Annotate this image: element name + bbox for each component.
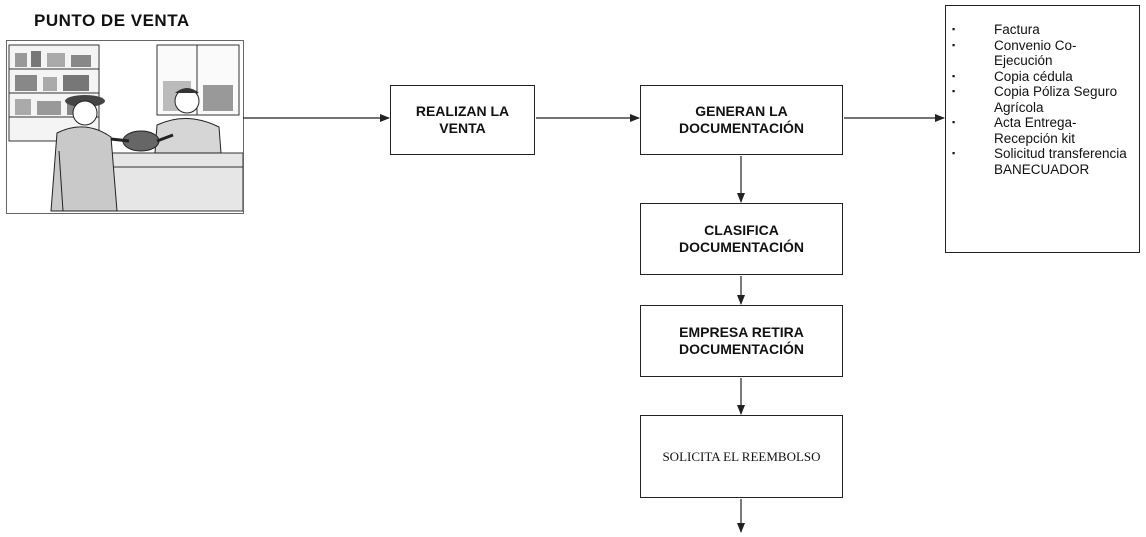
step-generan-label: GENERAN LA DOCUMENTACIÓN bbox=[679, 103, 804, 136]
document-item: Acta Entrega-Recepción kit bbox=[952, 115, 1131, 146]
diagram-title: PUNTO DE VENTA bbox=[34, 11, 190, 30]
point-of-sale-illustration bbox=[6, 40, 244, 214]
step-empresa-retira: EMPRESA RETIRA DOCUMENTACIÓN bbox=[640, 305, 843, 377]
store-counter-picture bbox=[8, 44, 244, 212]
step-clasifica-label: CLASIFICA DOCUMENTACIÓN bbox=[679, 222, 804, 255]
document-item: Copia cédula bbox=[952, 69, 1131, 85]
documents-list: Factura Convenio Co-Ejecución Copia cédu… bbox=[952, 22, 1131, 177]
step-generan-documentacion: GENERAN LA DOCUMENTACIÓN bbox=[640, 85, 843, 155]
document-item: Solicitud transferencia BANECUADOR bbox=[952, 146, 1131, 177]
document-item: Factura bbox=[952, 22, 1131, 38]
step-solicita-label: SOLICITA EL REEMBOLSO bbox=[662, 449, 821, 464]
document-item: Copia Póliza Seguro Agrícola bbox=[952, 84, 1131, 115]
step-clasifica-documentacion: CLASIFICA DOCUMENTACIÓN bbox=[640, 203, 843, 275]
documents-list-box: Factura Convenio Co-Ejecución Copia cédu… bbox=[945, 5, 1140, 253]
step-empresa-label: EMPRESA RETIRA DOCUMENTACIÓN bbox=[679, 324, 804, 357]
step-realizan-la-venta: REALIZAN LA VENTA bbox=[390, 85, 535, 155]
document-item: Convenio Co-Ejecución bbox=[952, 38, 1131, 69]
step-realizan-label: REALIZAN LA VENTA bbox=[415, 103, 510, 136]
step-solicita-reembolso: SOLICITA EL REEMBOLSO bbox=[640, 415, 843, 498]
